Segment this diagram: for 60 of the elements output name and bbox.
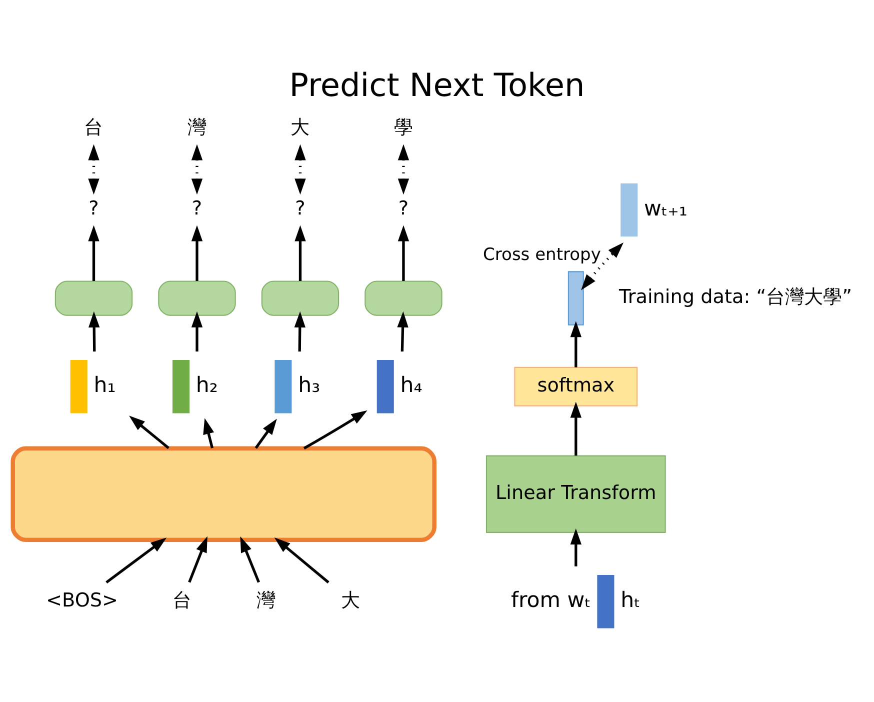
arrow <box>129 415 170 449</box>
node-text: 台 <box>84 115 104 138</box>
arrow <box>570 528 582 566</box>
node-label: h₄ <box>400 372 422 398</box>
arrow <box>294 224 306 280</box>
edge-label: Cross entropy <box>483 244 601 265</box>
arrow <box>398 144 410 194</box>
label: Training data: “台灣大學” <box>619 284 852 308</box>
arrow <box>397 310 408 352</box>
node-label: h₂ <box>196 372 218 398</box>
arrow <box>191 224 203 280</box>
arrow <box>274 536 330 583</box>
node-bar <box>274 360 292 413</box>
diagram-title: Predict Next Token <box>289 66 585 104</box>
arrow <box>88 144 100 194</box>
arrow <box>581 242 624 290</box>
arrow <box>570 401 582 456</box>
node-text: ? <box>192 196 202 220</box>
arrow <box>254 418 277 448</box>
node-box <box>10 446 436 542</box>
node-text: ? <box>88 196 99 220</box>
arrow <box>203 418 214 448</box>
node-text: 灣 <box>256 588 276 611</box>
node-box: Linear Transform <box>486 454 666 532</box>
arrow <box>191 144 203 194</box>
arrow <box>294 310 306 351</box>
node-box <box>261 280 340 316</box>
node-box <box>364 280 442 316</box>
node-box <box>54 280 133 316</box>
node-label: h₃ <box>298 372 320 398</box>
node-bar <box>620 182 638 236</box>
arrow <box>240 536 260 582</box>
node-label: wₜ₊₁ <box>644 196 688 221</box>
arrow <box>188 536 208 582</box>
arrow <box>294 144 306 194</box>
node-text: 大 <box>290 115 310 138</box>
node-text: <BOS> <box>46 588 118 611</box>
arrow <box>570 320 582 367</box>
arrow <box>106 537 167 583</box>
node-bar <box>70 360 88 413</box>
arrow <box>303 410 368 449</box>
arrow <box>191 310 203 351</box>
node-text: 學 <box>394 115 413 138</box>
node-label: h₁ <box>94 372 116 398</box>
node-bar <box>597 574 614 628</box>
node-text: 大 <box>340 588 360 611</box>
node-bar <box>376 360 394 413</box>
node-text: ? <box>295 196 306 220</box>
node-bar <box>568 270 584 325</box>
arrow <box>398 224 410 280</box>
node-text: 台 <box>172 588 192 611</box>
node-box: softmax <box>514 366 638 406</box>
node-text: 灣 <box>187 115 206 138</box>
node-bar <box>172 360 190 413</box>
node-label: from wₜ <box>510 587 591 612</box>
node-box <box>158 280 236 316</box>
arrow <box>88 310 100 351</box>
node-label: hₜ <box>620 587 640 612</box>
arrow <box>88 224 100 280</box>
node-text: ? <box>398 196 409 220</box>
